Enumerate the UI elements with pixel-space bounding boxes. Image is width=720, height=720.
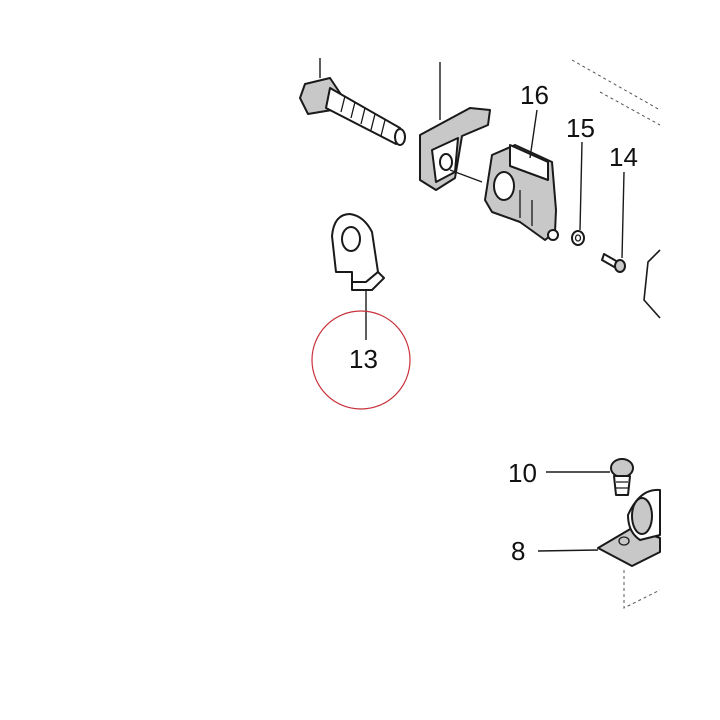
part-10-bolt [610, 458, 634, 496]
bolt-part [299, 58, 406, 146]
part-8-plate [597, 488, 661, 609]
part-14-screw [601, 253, 626, 273]
part-13-bracket [331, 213, 385, 291]
highlight-circle [311, 310, 411, 410]
callout-14: 14 [609, 142, 638, 172]
callout-10: 10 [508, 458, 537, 488]
leader-15 [579, 141, 583, 231]
callout-16: 16 [520, 80, 549, 110]
callout-15: 15 [566, 113, 595, 143]
part-15-washer [571, 230, 585, 246]
leader-16 [529, 109, 538, 159]
leader-14 [621, 171, 625, 259]
callout-8: 8 [511, 536, 525, 566]
callout-13: 13 [349, 344, 378, 374]
leader-lines [365, 109, 625, 552]
part-16-block [484, 144, 559, 241]
clamp-bracket-part [419, 62, 491, 191]
leader-8 [537, 549, 599, 552]
housing-outline [571, 59, 661, 319]
